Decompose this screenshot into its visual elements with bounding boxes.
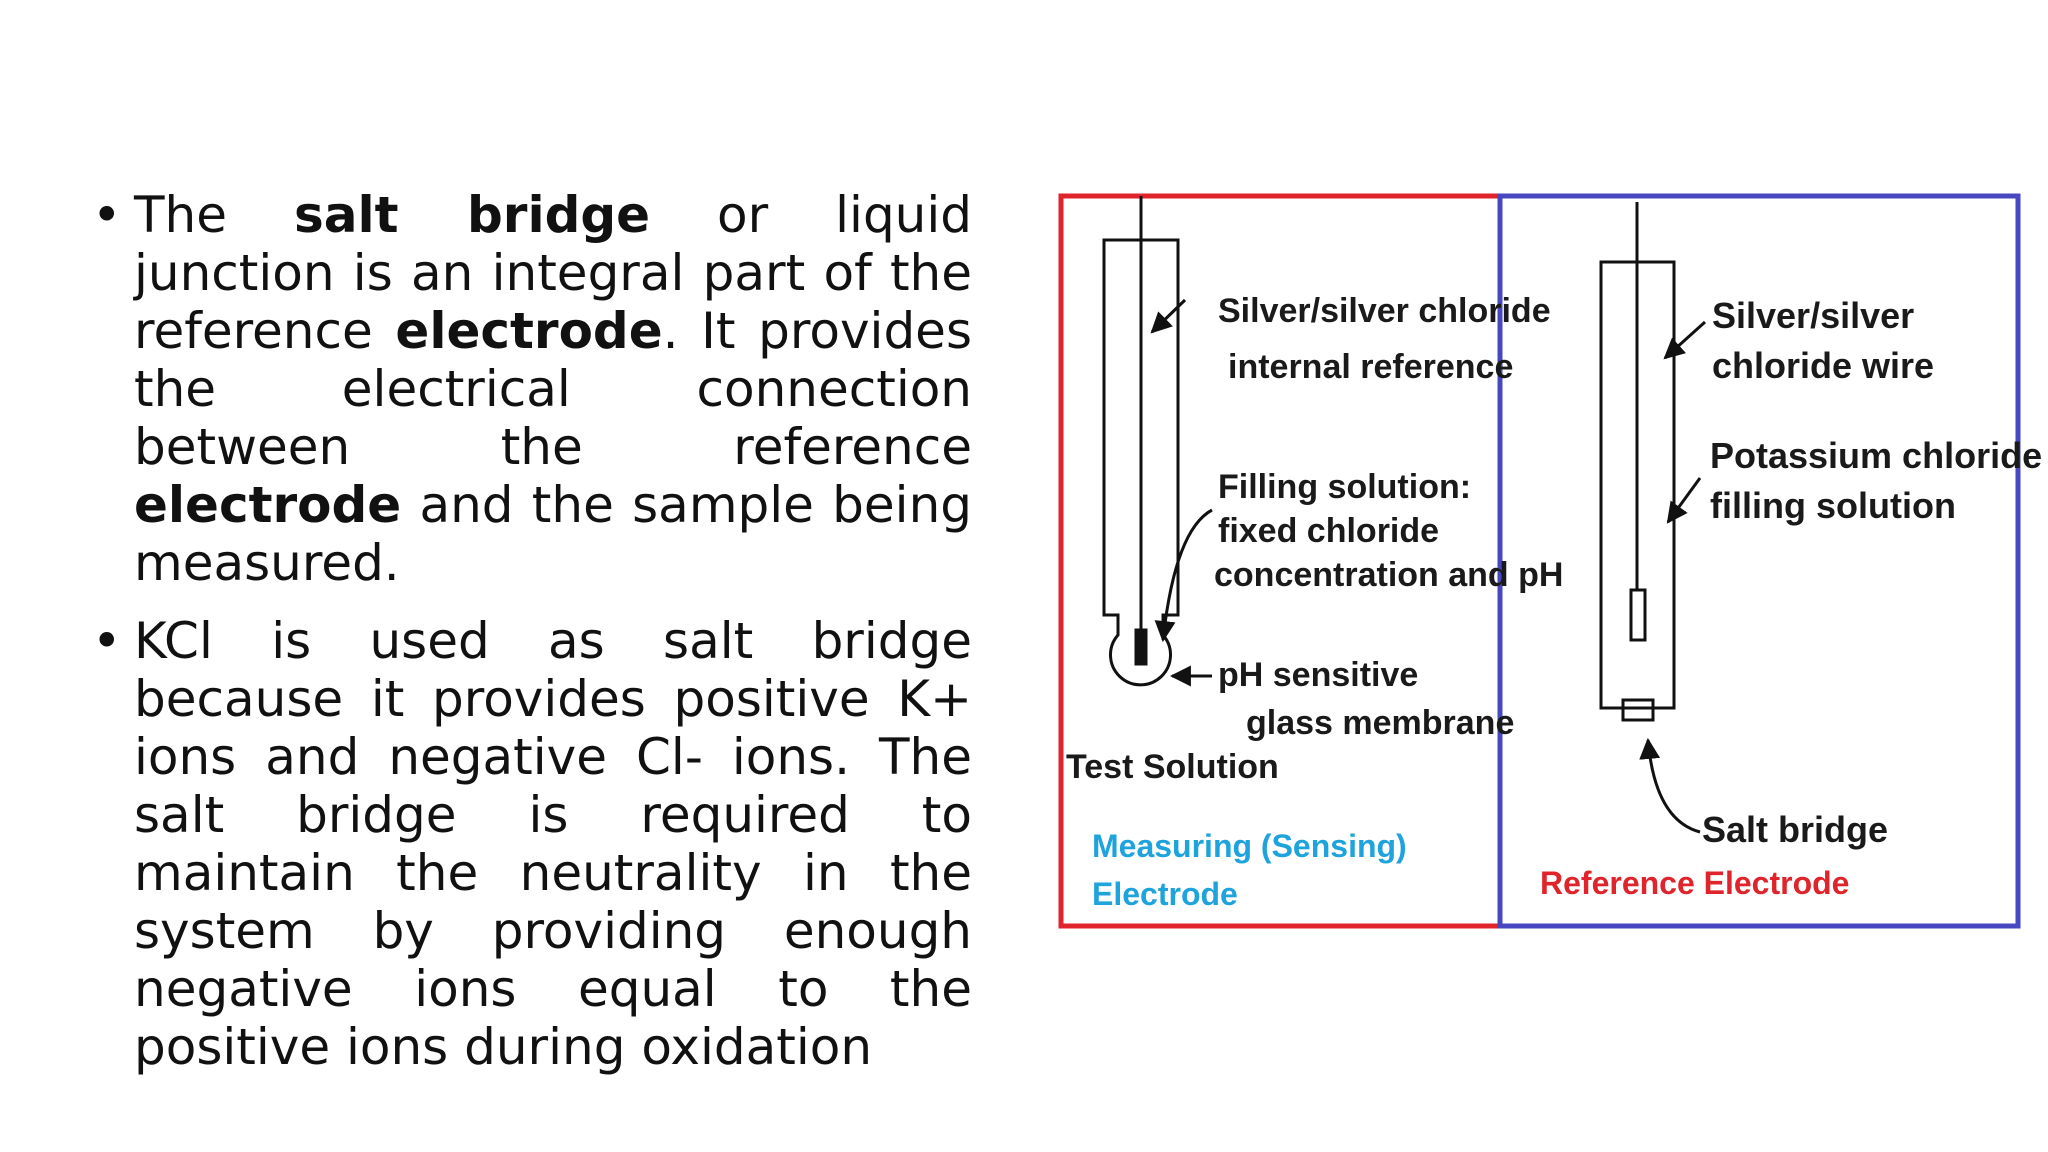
label-wire-2: chloride wire — [1712, 345, 1934, 386]
label-filling-2: fixed chloride — [1218, 512, 1439, 550]
bullet-kcl: • KCl is used as salt bridge because it … — [92, 612, 972, 1076]
label-wire-1: Silver/silver — [1712, 295, 1914, 336]
label-salt-bridge: Salt bridge — [1702, 809, 1888, 850]
label-kcl-1: Potassium chloride — [1710, 435, 2042, 476]
label-internal-2: internal reference — [1228, 348, 1513, 386]
reference-panel-border — [1497, 193, 2021, 929]
measuring-caption-2: Electrode — [1092, 876, 1238, 912]
label-test-solution: Test Solution — [1066, 748, 1279, 786]
label-internal-1: Silver/silver chloride — [1218, 292, 1551, 330]
measuring-caption-1: Measuring (Sensing) — [1092, 828, 1407, 864]
reference-caption: Reference Electrode — [1540, 865, 1849, 901]
label-membrane-1: pH sensitive — [1218, 656, 1418, 694]
label-filling-3: concentration and pH — [1214, 556, 1563, 594]
label-filling-1: Filling solution: — [1218, 468, 1471, 506]
bullet-dot: • — [92, 186, 122, 244]
bullet-salt-bridge: • The salt bridge or liquid junction is … — [92, 186, 973, 592]
label-kcl-2: filling solution — [1710, 485, 1956, 526]
measuring-electrode-drawing — [1102, 196, 1213, 687]
measuring-panel-border — [1058, 193, 1503, 929]
bullet-list: • The salt bridge or liquid junction is … — [88, 186, 972, 1096]
label-membrane-2: glass membrane — [1246, 704, 1514, 742]
reference-electrode-drawing — [1599, 202, 1707, 834]
bullet-dot: • — [92, 612, 122, 670]
